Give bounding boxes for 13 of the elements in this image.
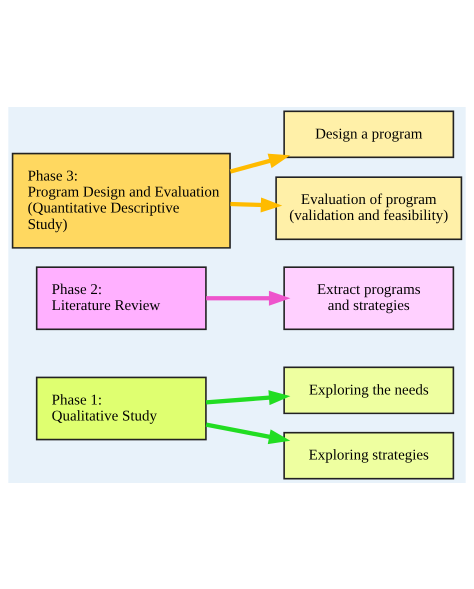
node-box: Phase 3: Program Design and Evaluation (Quantitative Descriptive Study): [12, 152, 231, 248]
node-box: Evaluation of program (validation and feasibility): [275, 176, 462, 240]
node-box: Extract programs and strategies: [283, 266, 454, 330]
arrow: [230, 196, 282, 212]
arrow: [206, 290, 290, 306]
node-box: Phase 2: Literature Review: [36, 266, 207, 330]
arrow: [230, 153, 290, 174]
node-box: Exploring strategies: [283, 431, 454, 480]
node-box: Exploring the needs: [283, 366, 454, 414]
arrow: [206, 390, 290, 405]
node-box: Phase 1: Qualitative Study: [36, 376, 207, 440]
arrow: [206, 422, 290, 444]
node-box: Design a program: [283, 110, 454, 158]
